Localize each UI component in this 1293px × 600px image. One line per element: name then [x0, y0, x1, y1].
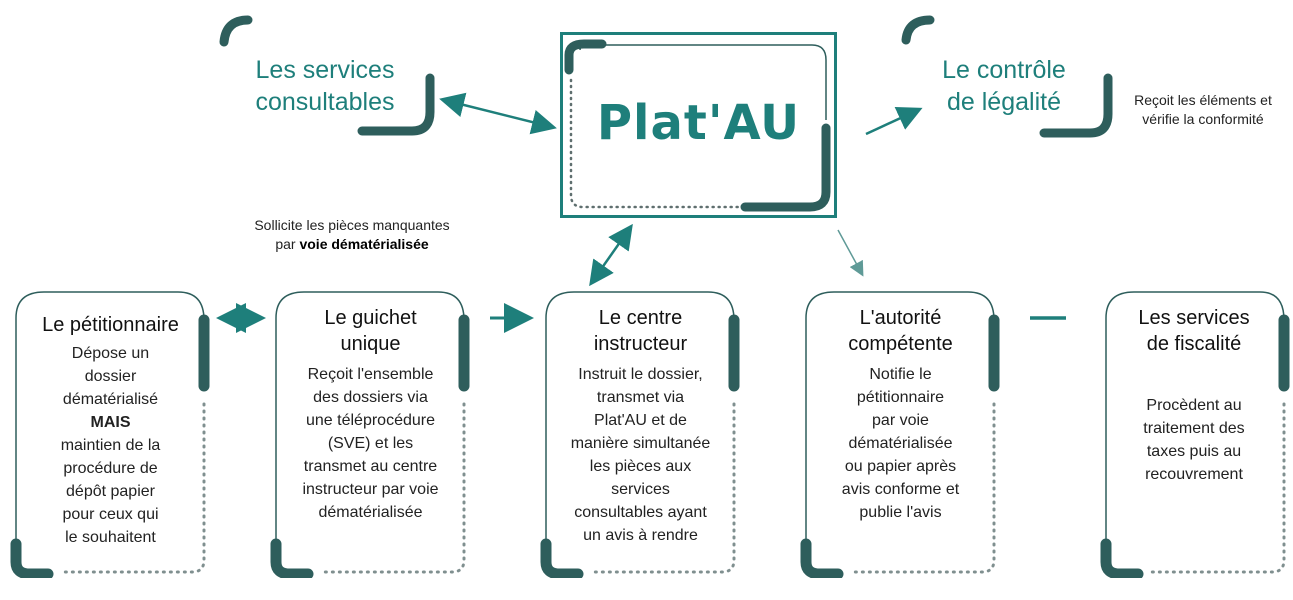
card-title-line: L'autorité: [859, 307, 942, 329]
arrow-platau-centre: [589, 223, 633, 287]
logo-inner-dots: [569, 78, 742, 209]
card-text: Instruit le dossier, transmet via Plat'A…: [548, 363, 733, 547]
card-text-line: une téléprocédure: [306, 412, 435, 429]
card-text-line: dossier: [84, 368, 137, 385]
sollicite-line2-prefix: par: [275, 236, 300, 252]
card-title: Les services de fiscalité: [1108, 305, 1280, 357]
card-title-line: Le guichet: [324, 307, 417, 329]
card-title-line: de fiscalité: [1146, 333, 1242, 355]
card-autorite-competente: L'autorité compétente Notifie le pétitio…: [808, 305, 993, 593]
card-text-line: dématérialisé: [62, 391, 159, 408]
card-text-line: maintien de la: [60, 437, 161, 454]
sollicite-line2: par voie dématérialisée: [222, 235, 482, 254]
controle-legalite-line2: de légalité: [947, 88, 1061, 116]
card-services-fiscalite: Les services de fiscalité Procèdent au t…: [1108, 305, 1280, 593]
card-text-line: ou papier après: [844, 458, 957, 475]
services-consultables-line1: Les services: [255, 56, 395, 84]
card-text-line: Procèdent au: [1146, 397, 1242, 414]
corner-hook-top-right: [901, 15, 935, 45]
card-frames: [10, 291, 1290, 578]
controle-note-line2: vérifie la conformité: [1142, 111, 1264, 127]
card-text-line: procédure de: [63, 460, 158, 477]
card-text: Procèdent au traitement des taxes puis a…: [1108, 371, 1280, 486]
card-text-line: le souhaitent: [65, 529, 156, 546]
card-text-line: avis conforme et: [841, 481, 960, 498]
corner-hook-services: [357, 73, 435, 136]
card-title: Le guichet unique: [278, 305, 463, 357]
card-text-line: des dossiers via: [313, 389, 428, 406]
card-text-line: un avis à rendre: [583, 527, 698, 544]
logo-inner-hook-br: [740, 123, 831, 212]
services-consultables-heading: Les services consultables: [240, 54, 410, 118]
card-text-line-bold: MAIS: [90, 414, 131, 431]
card-text-line: les pièces aux: [589, 458, 692, 475]
card-text-line: Reçoit l'ensemble: [307, 366, 434, 383]
corner-hook-top-left: [219, 15, 253, 47]
arrow-platau-autorite: [837, 229, 864, 277]
card-text: Dépose un dossier dématérialisé MAIS mai…: [18, 342, 203, 549]
card-text-line: publie l'avis: [859, 504, 942, 521]
logo-inner-hook-tl: [564, 39, 607, 75]
card-text-line: Plat'AU et de: [594, 412, 687, 429]
corner-hook-controle: [1039, 73, 1113, 138]
card-text-line: transmet via: [596, 389, 685, 406]
card-text-line: consultables ayant: [574, 504, 707, 521]
sollicite-line2-bold: voie dématérialisée: [299, 236, 429, 252]
card-text-line: Notifie le: [869, 366, 932, 383]
card-title-line: Les services: [1138, 307, 1250, 329]
card-title-line: Le centre: [598, 307, 683, 329]
card-centre-instructeur: Le centre instructeur Instruit le dossie…: [548, 305, 733, 593]
sollicite-line1: Sollicite les pièces manquantes: [254, 217, 450, 233]
card-title: Le pétitionnaire: [18, 312, 203, 338]
arrow-services-platau: [439, 92, 557, 135]
card-text-line: recouvrement: [1145, 466, 1243, 483]
services-consultables-line2: consultables: [255, 88, 395, 116]
card-title-line: Le pétitionnaire: [42, 314, 179, 336]
controle-note-line1: Reçoit les éléments et: [1134, 92, 1272, 108]
card-text-line: traitement des: [1143, 420, 1245, 437]
card-text: Notifie le pétitionnaire par voie dématé…: [808, 363, 993, 524]
card-text-spacer: [1108, 371, 1280, 394]
card-text: Reçoit l'ensemble des dossiers via une t…: [278, 363, 463, 524]
card-text-line: transmet au centre: [303, 458, 438, 475]
card-petitionnaire: Le pétitionnaire Dépose un dossier démat…: [18, 312, 203, 600]
card-text-line: (SVE) et les: [327, 435, 414, 452]
card-title: L'autorité compétente: [808, 305, 993, 357]
platau-logo: Plat'AU: [596, 95, 801, 151]
card-text-line: services: [611, 481, 670, 498]
controle-legalite-note: Reçoit les éléments et vérifie la confor…: [1118, 91, 1288, 129]
card-text-line: pour ceux qui: [62, 506, 159, 523]
card-text-line: pétitionnaire: [856, 389, 945, 406]
controle-legalite-heading: Le contrôle de légalité: [924, 54, 1084, 118]
platau-box: [560, 32, 837, 218]
arrow-platau-controle: [865, 107, 923, 136]
card-text-line: dépôt papier: [66, 483, 155, 500]
card-text-line: taxes puis au: [1146, 443, 1242, 460]
card-text-line: instructeur par voie: [302, 481, 439, 498]
card-text-line: Instruit le dossier,: [578, 366, 703, 383]
card-text-line: dématérialisée: [848, 435, 953, 452]
card-text-line: par voie: [872, 412, 929, 429]
diagram-decorations: [10, 15, 1290, 578]
card-title-line: unique: [340, 333, 401, 355]
card-guichet-unique: Le guichet unique Reçoit l'ensemble des …: [278, 305, 463, 593]
card-title: Le centre instructeur: [548, 305, 733, 357]
controle-legalite-line1: Le contrôle: [942, 56, 1066, 84]
card-title-line: instructeur: [593, 333, 688, 355]
card-title-line: compétente: [848, 333, 953, 355]
sollicite-note: Sollicite les pièces manquantes par voie…: [222, 216, 482, 254]
card-text-line: dématérialisée: [318, 504, 423, 521]
card-text-line: manière simultanée: [570, 435, 711, 452]
card-text-line: Dépose un: [71, 345, 150, 362]
